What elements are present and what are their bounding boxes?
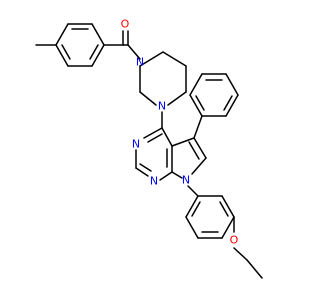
bond xyxy=(162,51,187,67)
bond xyxy=(55,44,69,67)
atom-labels: O N N N N N O xyxy=(121,18,239,247)
molecule-structure: O N N N N N O xyxy=(35,17,263,279)
bond-double-inner xyxy=(191,201,201,217)
ether-oxygen: O xyxy=(230,234,239,247)
bond xyxy=(185,195,199,218)
piperazine-nitrogen-top-label: N xyxy=(136,56,144,69)
bond xyxy=(139,163,152,172)
bond xyxy=(91,44,105,67)
bond xyxy=(127,44,141,60)
pyrimidine-nitrogen-upper-label: N xyxy=(132,138,140,151)
bond xyxy=(191,157,207,175)
bond xyxy=(225,73,239,96)
bond-double-inner xyxy=(61,44,71,60)
bond xyxy=(193,115,203,139)
bond xyxy=(55,23,69,46)
carbonyl-oxygen: O xyxy=(121,18,130,31)
bond xyxy=(171,137,195,147)
bond xyxy=(147,133,163,143)
bond xyxy=(139,91,157,106)
bond xyxy=(233,247,248,261)
carbonyl-oxygen-label: O xyxy=(121,18,130,31)
pyrimidine-nitrogen-lower: N xyxy=(150,175,158,188)
bond xyxy=(187,185,199,197)
bond xyxy=(161,127,173,147)
bond xyxy=(171,171,183,179)
bond xyxy=(246,259,263,279)
bond xyxy=(159,171,173,181)
bond xyxy=(221,195,235,218)
pyrimidine-nitrogen-upper: N xyxy=(132,138,140,151)
bond-double-inner xyxy=(89,44,99,60)
bond xyxy=(185,216,199,239)
bond-double-inner xyxy=(219,201,229,217)
bond xyxy=(189,94,203,117)
bond xyxy=(189,73,203,96)
bond xyxy=(91,23,105,46)
bond xyxy=(193,137,207,159)
piperazine-nitrogen-top: N xyxy=(136,56,144,69)
bond xyxy=(221,216,235,239)
bond xyxy=(139,51,164,67)
bond xyxy=(225,94,239,117)
piperazine-nitrogen-bottom: N xyxy=(158,100,166,113)
pyrrole-nitrogen: N xyxy=(182,174,190,187)
pyrimidine-nitrogen-lower-label: N xyxy=(150,175,158,188)
bond xyxy=(167,91,187,106)
piperazine-nitrogen-bottom-label: N xyxy=(158,100,166,113)
ether-oxygen-label: O xyxy=(230,234,239,247)
bond-double-inner xyxy=(195,95,205,111)
bond xyxy=(143,127,163,139)
bond-double-inner xyxy=(223,95,233,111)
bond xyxy=(188,141,200,160)
bond xyxy=(135,167,149,177)
bond-lines xyxy=(35,23,263,279)
pyrrole-nitrogen-label: N xyxy=(182,174,190,187)
